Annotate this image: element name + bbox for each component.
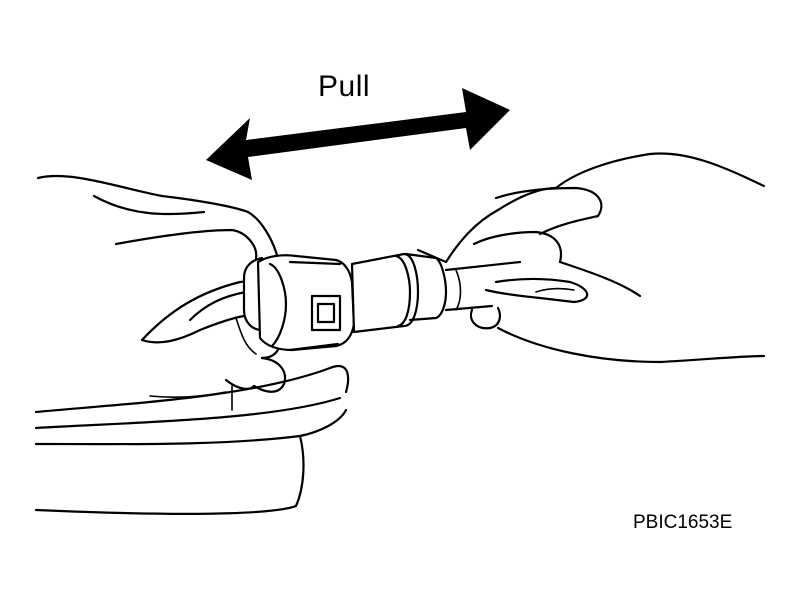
flange-base [34, 365, 350, 515]
right-hand [444, 152, 766, 364]
double-headed-arrow-icon [206, 88, 510, 180]
figure-code: PBIC1653E [633, 512, 733, 533]
quick-connector [242, 248, 522, 352]
pull-label: Pull [318, 70, 371, 103]
